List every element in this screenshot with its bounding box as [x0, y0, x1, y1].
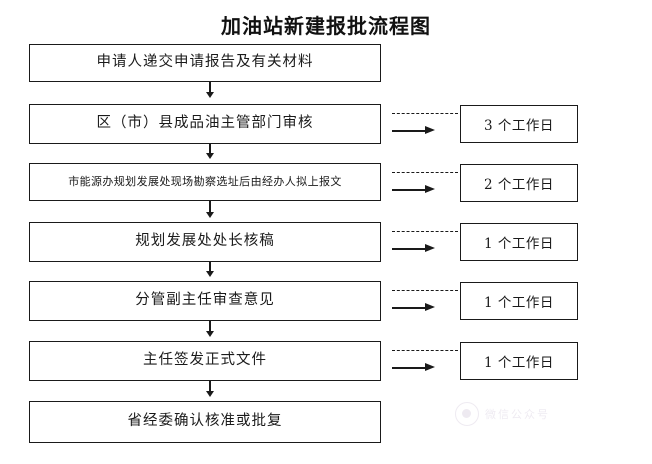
dashed-connector-line	[392, 172, 458, 173]
process-step-box: 省经委确认核准或批复	[29, 401, 381, 443]
connector-arrowhead	[205, 271, 214, 277]
process-step-box: 区（市）县成品油主管部门审核	[29, 104, 381, 144]
page-title: 加油站新建报批流程图	[221, 14, 431, 38]
process-step-box: 规划发展处处长核稿	[29, 222, 381, 262]
dashed-connector-line	[392, 290, 458, 291]
connector-shaft	[209, 82, 211, 92]
down-arrow-icon	[203, 82, 216, 98]
connector-shaft	[209, 321, 211, 331]
process-step-label: 市能源办规划发展处现场勘察选址后由经办人拟上报文	[68, 175, 342, 189]
connector-arrowhead	[425, 185, 435, 193]
connector-shaft	[392, 307, 426, 309]
connector-arrowhead	[425, 303, 435, 311]
right-arrow-icon	[392, 109, 458, 139]
process-step-box: 分管副主任审查意见	[29, 281, 381, 321]
process-step-box: 市能源办规划发展处现场勘察选址后由经办人拟上报文	[29, 163, 381, 201]
connector-arrowhead	[205, 331, 214, 337]
connector-arrowhead	[425, 363, 435, 371]
watermark: 微信公众号	[455, 396, 645, 432]
connector-arrowhead	[205, 391, 214, 397]
right-arrow-icon	[392, 286, 458, 316]
duration-note-box: 1 个工作日	[460, 282, 578, 320]
watermark-text: 微信公众号	[485, 408, 550, 421]
connector-shaft	[209, 381, 211, 391]
down-arrow-icon	[203, 262, 216, 277]
process-step-box: 申请人递交申请报告及有关材料	[29, 44, 381, 82]
camera-lens-icon	[455, 402, 479, 426]
duration-note-box: 1 个工作日	[460, 223, 578, 261]
connector-shaft	[392, 189, 426, 191]
connector-arrowhead	[205, 153, 214, 159]
connector-shaft	[392, 367, 426, 369]
duration-note-label: 1 个工作日	[484, 355, 554, 371]
process-step-label: 申请人递交申请报告及有关材料	[96, 54, 314, 71]
connector-shaft	[209, 262, 211, 271]
duration-note-label: 2 个工作日	[484, 177, 554, 193]
connector-shaft	[209, 144, 211, 153]
process-step-label: 主任签发正式文件	[143, 352, 267, 369]
connector-arrowhead	[425, 244, 435, 252]
process-step-box: 主任签发正式文件	[29, 341, 381, 381]
dashed-connector-line	[392, 113, 458, 114]
dashed-connector-line	[392, 350, 458, 351]
process-step-label: 区（市）县成品油主管部门审核	[96, 115, 314, 132]
dashed-connector-line	[392, 231, 458, 232]
connector-arrowhead	[205, 92, 214, 98]
duration-note-box: 3 个工作日	[460, 105, 578, 143]
down-arrow-icon	[203, 201, 216, 218]
process-step-label: 分管副主任审查意见	[135, 292, 275, 309]
connector-shaft	[392, 130, 426, 132]
duration-note-box: 1 个工作日	[460, 342, 578, 380]
duration-note-label: 3 个工作日	[484, 118, 554, 134]
process-step-label: 规划发展处处长核稿	[135, 233, 275, 250]
duration-note-label: 1 个工作日	[484, 295, 554, 311]
duration-note-box: 2 个工作日	[460, 164, 578, 202]
down-arrow-icon	[203, 144, 216, 159]
down-arrow-icon	[203, 321, 216, 337]
connector-shaft	[392, 248, 426, 250]
right-arrow-icon	[392, 346, 458, 376]
right-arrow-icon	[392, 227, 458, 257]
connector-shaft	[209, 201, 211, 212]
process-step-label: 省经委确认核准或批复	[127, 413, 283, 430]
right-arrow-icon	[392, 168, 458, 198]
down-arrow-icon	[203, 381, 216, 397]
duration-note-label: 1 个工作日	[484, 236, 554, 252]
connector-arrowhead	[425, 126, 435, 134]
connector-arrowhead	[205, 212, 214, 218]
